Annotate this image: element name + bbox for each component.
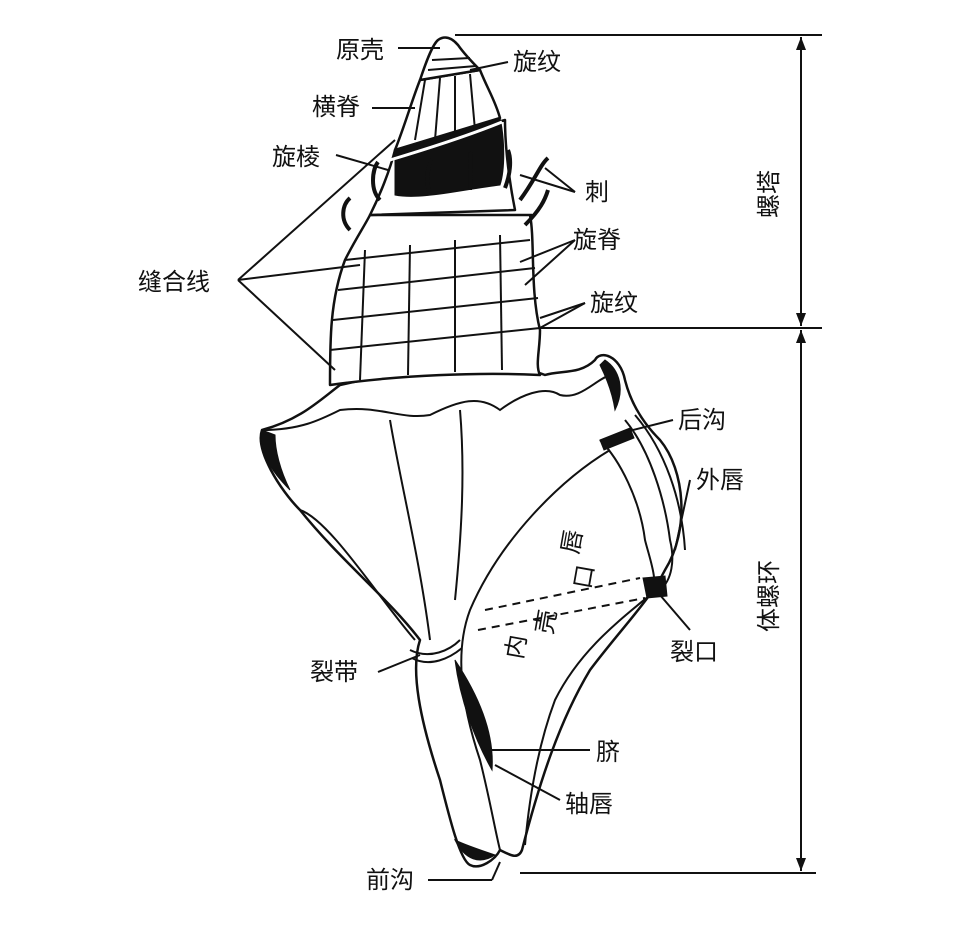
- label-spiral-keel: 旋棱: [272, 143, 320, 171]
- growth-line: [389, 419, 431, 641]
- fasciole-band: [411, 647, 463, 664]
- label-spire: 螺塔: [755, 170, 783, 218]
- label-posterior-canal: 后沟: [678, 406, 726, 434]
- label-inner-lip-char2: 唇: [556, 528, 588, 556]
- label-body-whorl: 体螺环: [755, 560, 783, 632]
- growth-line: [299, 509, 416, 641]
- label-transverse-ridge: 横脊: [312, 93, 360, 121]
- canal-shading: [453, 838, 497, 861]
- spiral-grid: [329, 234, 541, 381]
- leader-lines: [237, 47, 691, 881]
- label-fasciole: 裂带: [310, 658, 358, 686]
- label-slit: 裂口: [670, 638, 718, 666]
- arrowhead: [796, 330, 806, 343]
- label-aperture-char1: 壳: [530, 608, 562, 636]
- label-spiral-ridge: 旋脊: [573, 226, 621, 254]
- spiral-keel-line: [389, 120, 503, 162]
- labels: 原壳 旋纹 横脊 旋棱 刺 缝合线 旋脊 旋纹 后沟 外唇 裂口 裂带 脐 轴唇…: [138, 36, 783, 894]
- shell: [259, 36, 686, 868]
- aperture-dashed-line: [477, 597, 646, 631]
- label-protoconch: 原壳: [336, 36, 384, 64]
- label-aperture-char2: 口: [568, 563, 600, 591]
- label-spiral-striae-mid: 旋纹: [590, 289, 638, 317]
- aperture-outline: [524, 439, 656, 846]
- posterior-canal-mark: [599, 427, 635, 451]
- measurement-guides: [455, 34, 822, 874]
- growth-line: [454, 409, 464, 601]
- label-spiral-striae-top: 旋纹: [513, 48, 561, 76]
- body-whorl-outline: [259, 354, 683, 868]
- label-spines: 刺: [585, 178, 609, 206]
- fasciole-band: [409, 639, 461, 656]
- shading: [599, 359, 621, 412]
- label-suture: 缝合线: [138, 268, 210, 296]
- shading: [260, 429, 291, 491]
- label-anterior-canal: 前沟: [366, 866, 414, 894]
- label-columellar-lip: 轴唇: [565, 790, 613, 818]
- transverse-ribs: [414, 73, 476, 141]
- arrowhead: [796, 313, 806, 326]
- aperture-dashed-line: [484, 577, 641, 611]
- spines: [341, 149, 550, 232]
- shoulder-edge: [261, 374, 611, 431]
- arrowhead: [796, 37, 806, 50]
- inner-lip-edge: [460, 449, 611, 851]
- label-outer-lip: 外唇: [696, 466, 744, 494]
- slit-mark: [642, 575, 668, 599]
- label-umbilicus: 脐: [596, 738, 620, 766]
- outer-lip-edge: [624, 419, 674, 591]
- umbilicus-shading: [454, 659, 493, 772]
- arrowhead: [796, 858, 806, 871]
- spire-lower-whorls: [328, 213, 542, 387]
- label-inner-lip-char1: 内: [500, 633, 532, 661]
